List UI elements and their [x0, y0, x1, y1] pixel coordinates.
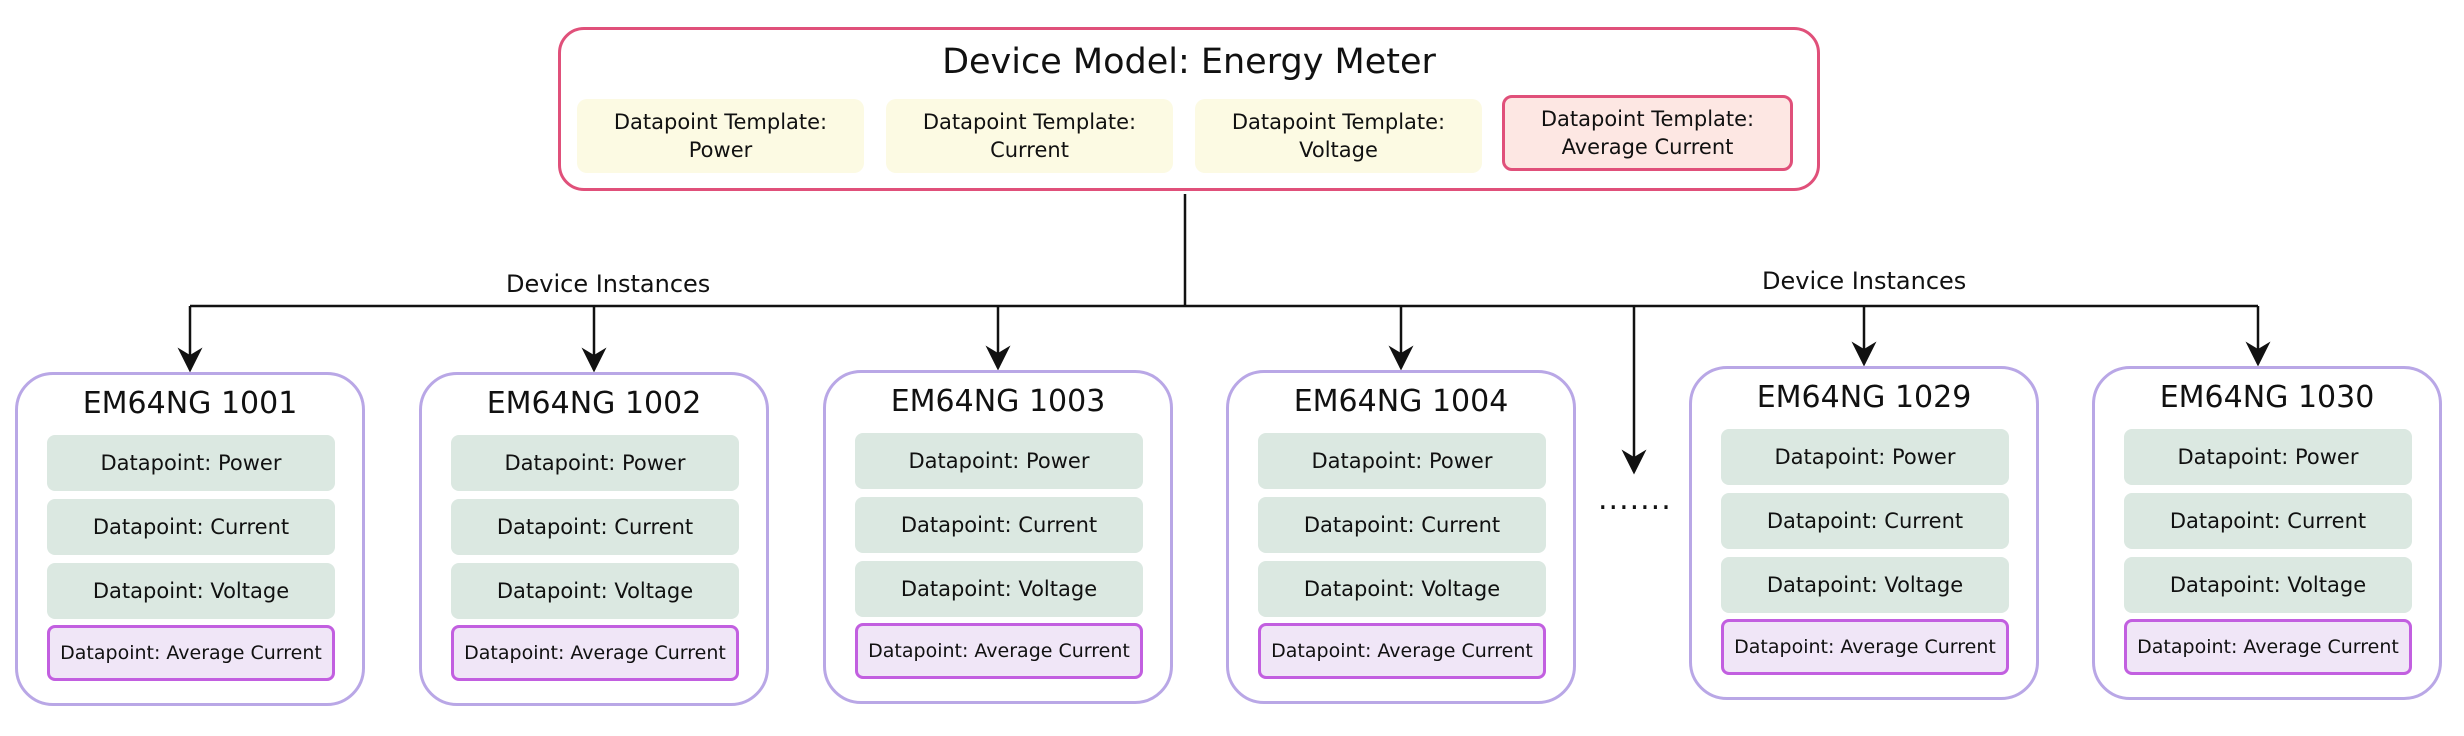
template-current: Datapoint Template:Current [886, 99, 1173, 173]
datapoint-average-current: Datapoint: Average Current [2124, 619, 2412, 675]
datapoint-current: Datapoint: Current [451, 499, 739, 555]
device-name: EM64NG 1001 [82, 386, 298, 421]
datapoint-power: Datapoint: Power [1721, 429, 2009, 485]
device-name: EM64NG 1029 [1756, 380, 1972, 415]
device-instances-label-right: Device Instances [1762, 267, 1967, 295]
datapoint-current: Datapoint: Current [1721, 493, 2009, 549]
datapoint-voltage: Datapoint: Voltage [1258, 561, 1546, 617]
device-em64ng-1030: EM64NG 1030 Datapoint: Power Datapoint: … [2092, 366, 2442, 700]
datapoint-voltage: Datapoint: Voltage [47, 563, 335, 619]
device-em64ng-1029: EM64NG 1029 Datapoint: Power Datapoint: … [1689, 366, 2039, 700]
datapoint-average-current: Datapoint: Average Current [855, 623, 1143, 679]
datapoint-power: Datapoint: Power [2124, 429, 2412, 485]
device-instances-label-left: Device Instances [506, 270, 711, 298]
datapoint-voltage: Datapoint: Voltage [451, 563, 739, 619]
datapoint-current: Datapoint: Current [47, 499, 335, 555]
device-model-box: Device Model: Energy Meter Datapoint Tem… [558, 27, 1820, 191]
device-model-title: Device Model: Energy Meter [942, 42, 1436, 82]
datapoint-average-current: Datapoint: Average Current [47, 625, 335, 681]
device-em64ng-1002: EM64NG 1002 Datapoint: Power Datapoint: … [419, 372, 769, 706]
datapoint-average-current: Datapoint: Average Current [1258, 623, 1546, 679]
device-em64ng-1004: EM64NG 1004 Datapoint: Power Datapoint: … [1226, 370, 1576, 704]
datapoint-voltage: Datapoint: Voltage [2124, 557, 2412, 613]
datapoint-current: Datapoint: Current [2124, 493, 2412, 549]
datapoint-power: Datapoint: Power [451, 435, 739, 491]
datapoint-voltage: Datapoint: Voltage [855, 561, 1143, 617]
device-name: EM64NG 1002 [486, 386, 702, 421]
template-power: Datapoint Template:Power [577, 99, 864, 173]
device-name: EM64NG 1003 [890, 384, 1106, 419]
datapoint-voltage: Datapoint: Voltage [1721, 557, 2009, 613]
more-devices-ellipsis: ....... [1598, 482, 1672, 517]
datapoint-current: Datapoint: Current [855, 497, 1143, 553]
device-name: EM64NG 1004 [1293, 384, 1509, 419]
datapoint-power: Datapoint: Power [47, 435, 335, 491]
template-voltage: Datapoint Template:Voltage [1195, 99, 1482, 173]
datapoint-power: Datapoint: Power [1258, 433, 1546, 489]
device-em64ng-1003: EM64NG 1003 Datapoint: Power Datapoint: … [823, 370, 1173, 704]
device-em64ng-1001: EM64NG 1001 Datapoint: Power Datapoint: … [15, 372, 365, 706]
datapoint-current: Datapoint: Current [1258, 497, 1546, 553]
datapoint-power: Datapoint: Power [855, 433, 1143, 489]
datapoint-average-current: Datapoint: Average Current [451, 625, 739, 681]
device-name: EM64NG 1030 [2159, 380, 2375, 415]
template-average-current: Datapoint Template:Average Current [1502, 95, 1793, 171]
datapoint-average-current: Datapoint: Average Current [1721, 619, 2009, 675]
